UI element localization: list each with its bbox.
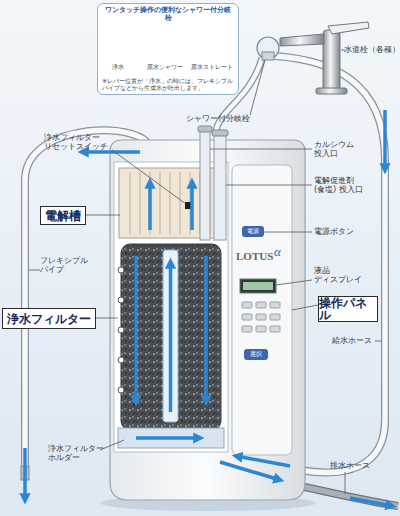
- branch-outlet: [262, 52, 274, 60]
- flow-arrow: [148, 182, 152, 230]
- leader-line: [345, 472, 346, 494]
- filter-marker: [118, 267, 124, 273]
- salt-inlet-tube: [214, 134, 226, 240]
- flow-arrow: [23, 448, 27, 500]
- purification-filter: [121, 244, 221, 430]
- part-label: 排水ホース: [330, 461, 380, 470]
- leader-line: [210, 149, 312, 150]
- panel-key: [270, 326, 280, 332]
- icon-caption: 原水シャワー: [143, 64, 187, 71]
- flow-arrow: [136, 436, 200, 440]
- cutaway-area: [114, 162, 228, 452]
- panel-key: [270, 314, 280, 320]
- panel-key: [256, 302, 266, 308]
- calcium-inlet-tube: [200, 130, 210, 240]
- part-callout-box: 操作パネル: [318, 296, 378, 322]
- tap-body: [323, 30, 340, 92]
- filter-marker: [118, 327, 124, 333]
- flow-arrow: [236, 456, 290, 466]
- node-note: ※レバー位置が「浄水」の時には、フレキシブルパイプなどから生成水が吐出します。: [102, 77, 234, 91]
- filter-marker: [118, 357, 124, 363]
- part-label: 給水ホース: [332, 336, 376, 345]
- part-label: 電源ボタン: [314, 227, 374, 236]
- panel-key: [256, 314, 266, 320]
- leader-line: [86, 215, 120, 216]
- node-title: 浄水フィルター: [7, 313, 91, 325]
- part-label: シャワー付分岐栓: [186, 114, 256, 123]
- panel-key: [270, 302, 280, 308]
- brand-name: LOTUS: [236, 250, 276, 263]
- panel-key: [242, 302, 252, 308]
- part-label: フレキシブル パイプ: [40, 256, 92, 274]
- leader-lines: [29, 50, 381, 494]
- node-title: 電解槽: [45, 210, 81, 222]
- inlet-cap: [198, 126, 212, 132]
- lcd-display: [240, 279, 276, 293]
- leader-line: [375, 341, 381, 342]
- filter-markers: [118, 267, 124, 393]
- power-button: [242, 226, 264, 237]
- front-panel: [232, 165, 292, 455]
- part-callout-box: 電解槽: [40, 206, 86, 225]
- brand-mark: α: [274, 245, 290, 260]
- flow-arrow: [383, 110, 387, 170]
- leader-line: [226, 185, 312, 186]
- tap-spout: [280, 34, 324, 46]
- leader-line: [264, 232, 312, 233]
- electrode-plates: [130, 172, 210, 234]
- flow-arrow: [190, 182, 194, 230]
- inset-panel: ワンタッチ操作の便利なシャワー付分岐栓 ※レバー位置が「浄水」の時には、フレキシブ…: [97, 3, 239, 95]
- panel-key: [242, 314, 252, 320]
- button-text: 選択: [244, 351, 268, 358]
- part-label: 液晶 ディスプレイ: [314, 266, 366, 284]
- filter-holder: [118, 428, 224, 448]
- inlet-cap: [212, 130, 228, 136]
- filter-marker: [118, 297, 124, 303]
- tap-lever: [328, 22, 369, 34]
- part-label: 浄水フィルター ホルダー: [48, 444, 112, 462]
- tap-base: [316, 88, 347, 94]
- leader-line: [29, 270, 40, 271]
- node-title: 操作パネル: [319, 297, 377, 321]
- icon-caption: 浄水: [96, 64, 140, 71]
- panel-keys: [242, 302, 280, 332]
- leader-line: [292, 305, 318, 310]
- node-title: ワンタッチ操作の便利なシャワー付分岐栓: [102, 7, 234, 23]
- part-label: 浄水フィルター リセットスイッチ: [44, 133, 112, 151]
- lcd-screen: [243, 282, 273, 290]
- leader-line: [96, 318, 118, 319]
- shower-branch-fitting: [257, 37, 279, 59]
- select-button: [244, 349, 268, 360]
- water-tap: [257, 22, 369, 94]
- filter-marker: [118, 387, 124, 393]
- flow-arrow: [169, 262, 173, 412]
- flow-arrow: [134, 256, 138, 402]
- leader-line: [276, 280, 312, 285]
- icon-caption: 原水ストレート: [189, 64, 235, 71]
- button-text: 電源: [242, 228, 264, 235]
- leader-line: [112, 150, 186, 204]
- flow-arrow: [350, 498, 392, 506]
- panel-key: [256, 326, 266, 332]
- part-label: 水道栓（各種）: [344, 45, 400, 54]
- part-label: カルシウム 投入口: [314, 140, 368, 158]
- leader-line: [250, 60, 265, 115]
- filter-center-tube: [163, 250, 178, 422]
- flow-arrow: [204, 256, 208, 402]
- panel-key: [242, 326, 252, 332]
- flow-arrow: [220, 462, 280, 480]
- part-label: 電解促進剤 (食塩) 投入口: [314, 176, 378, 194]
- part-callout-box: 浄水フィルター: [2, 308, 96, 329]
